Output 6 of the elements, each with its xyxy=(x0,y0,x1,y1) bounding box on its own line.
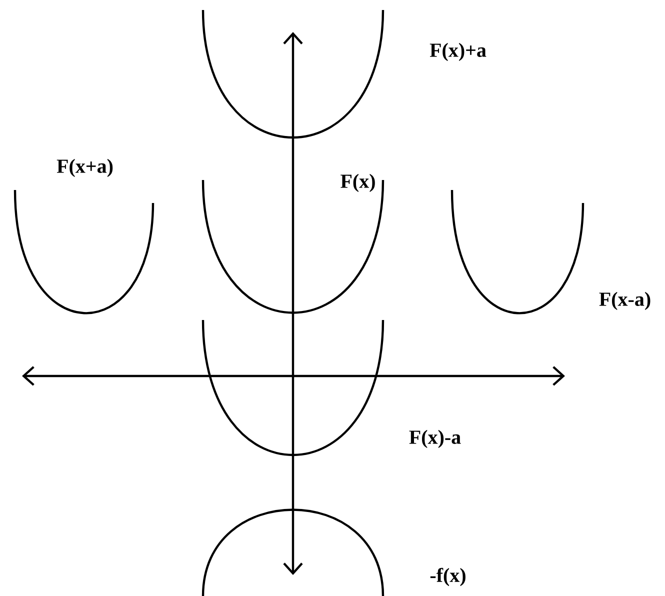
function-label: F(x-a) xyxy=(599,292,650,310)
function-label: F(x)+a xyxy=(430,42,486,62)
function-label: F(x+a) xyxy=(56,158,113,178)
function-label: F(x) xyxy=(340,174,375,192)
function-label: -f(x) xyxy=(430,568,466,586)
function-label: F(x)-a xyxy=(409,430,461,448)
